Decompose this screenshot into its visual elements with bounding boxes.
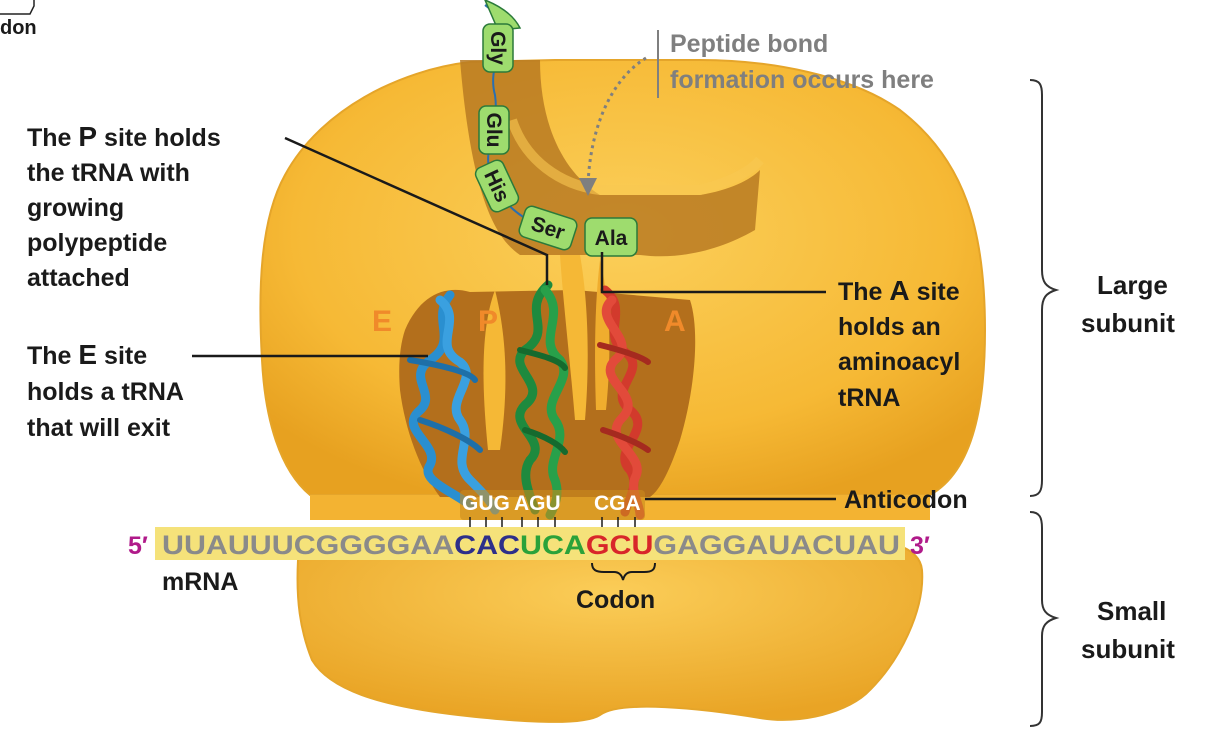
e-site-label-l2: holds a tRNA — [27, 378, 184, 406]
anticodon-p: AGU — [514, 492, 561, 515]
a-site-label: The A site — [838, 275, 960, 306]
site-p-letter: P — [478, 305, 498, 338]
large-subunit-brace — [1030, 80, 1056, 496]
amino-acid-glu: Glu — [479, 106, 509, 154]
small-subunit-label-1: Small — [1097, 596, 1166, 626]
amino-acid-ala: Ala — [585, 218, 637, 256]
codon-label: Codon — [576, 586, 655, 614]
p-site-label-l3: growing — [27, 194, 124, 222]
p-site-label-l4: polypeptide — [27, 229, 167, 257]
p-site-label-l5: attached — [27, 264, 130, 292]
small-subunit-label-2: subunit — [1081, 634, 1175, 664]
anticodon-label: Anticodon — [844, 486, 968, 514]
a-site-label-l2: holds an — [838, 313, 941, 341]
small-subunit-brace — [1030, 512, 1056, 726]
mrna-label: mRNA — [162, 568, 238, 596]
small-subunit — [298, 537, 923, 722]
amino-acid-gly: Gly — [483, 24, 513, 72]
mrna-3prime: 3′ — [910, 532, 930, 560]
site-e-letter: E — [372, 305, 392, 338]
amino-acid-ala-label: Ala — [595, 227, 628, 250]
corner-box — [0, 0, 34, 14]
anticodon-e: GUG — [462, 492, 510, 515]
corner-text: don — [0, 17, 37, 39]
peptide-bond-line1: Peptide bond — [670, 30, 828, 58]
a-site-label-l4: tRNA — [838, 384, 901, 412]
p-site-label-l2: the tRNA with — [27, 159, 190, 187]
mrna-5prime: 5′ — [128, 532, 148, 560]
large-subunit-label-1: Large — [1097, 270, 1168, 300]
a-site-label-l3: aminoacyl — [838, 348, 960, 376]
p-site-label: The P site holds — [27, 121, 221, 152]
e-site-label-l3: that will exit — [27, 414, 171, 442]
amino-acid-gly-label: Gly — [486, 31, 509, 65]
amino-acid-glu-label: Glu — [482, 113, 505, 148]
peptide-bond-line2: formation occurs here — [670, 66, 934, 94]
site-a-letter: A — [664, 305, 686, 338]
large-subunit-label-2: subunit — [1081, 308, 1175, 338]
e-site-label: The E site — [27, 339, 147, 370]
anticodon-a: CGA — [594, 492, 641, 515]
